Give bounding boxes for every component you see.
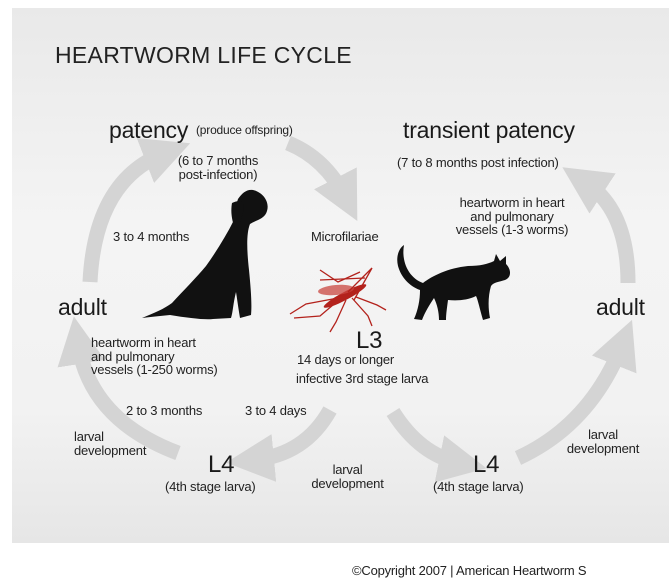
patency-label: patency [109, 118, 188, 142]
copyright-notice: ©Copyright 2007 | American Heartworm S [352, 564, 586, 578]
cat-adult-location-line3: vessels (1-3 worms) [450, 223, 574, 237]
cat-adult-label: adult [596, 295, 645, 319]
dog-adult-location-line3: vessels (1-250 worms) [91, 363, 218, 377]
arrow-l3-to-l4-cat [393, 412, 460, 463]
dog-adult-location: heartworm in heart and pulmonary vessels… [91, 336, 218, 377]
dog-larval-development: larval development [74, 430, 146, 457]
center-larval-development-line2: development [300, 477, 395, 491]
l3-label: L3 [356, 328, 382, 353]
cat-adult-location-line2: and pulmonary [450, 210, 574, 224]
dog-adult-label: adult [58, 295, 107, 319]
dog-adult-location-line2: and pulmonary [91, 350, 218, 364]
patency-time: (6 to 7 months post-infection) [168, 154, 268, 181]
patency-time-line2: post-infection) [168, 168, 268, 182]
dog-l4-label: L4 [208, 452, 234, 477]
patency-note: (produce offspring) [196, 124, 293, 137]
cat-adult-location: heartworm in heart and pulmonary vessels… [450, 196, 574, 237]
center-larval-development-line1: larval [300, 463, 395, 477]
dog-l4-description: (4th stage larva) [165, 480, 256, 494]
l3-duration: 14 days or longer [297, 353, 394, 367]
microfilariae-label: Microfilariae [311, 230, 378, 244]
diagram-title: HEARTWORM LIFE CYCLE [55, 43, 352, 67]
l4-to-adult-duration: 2 to 3 months [126, 404, 202, 418]
cat-l4-description: (4th stage larva) [433, 480, 524, 494]
l3-to-l4-duration: 3 to 4 days [245, 404, 306, 418]
cat-adult-location-line1: heartworm in heart [450, 196, 574, 210]
transient-patency-label: transient patency [403, 118, 575, 142]
adult-to-patency-duration: 3 to 4 months [113, 230, 189, 244]
arrow-adult-to-patency [90, 153, 165, 282]
cat-larval-development: larval development [560, 428, 646, 455]
cat-l4-label: L4 [473, 452, 499, 477]
cat-larval-development-line2: development [560, 442, 646, 456]
cat-larval-development-line1: larval [560, 428, 646, 442]
mosquito-icon [290, 268, 386, 332]
arrow-adult-to-transient [585, 182, 628, 283]
dog-larval-development-line2: development [74, 444, 146, 458]
l3-description: infective 3rd stage larva [296, 372, 428, 386]
patency-time-line1: (6 to 7 months [168, 154, 268, 168]
center-larval-development: larval development [300, 463, 395, 490]
dog-silhouette-icon [142, 190, 268, 319]
dog-larval-development-line1: larval [74, 430, 146, 444]
transient-patency-time: (7 to 8 months post infection) [397, 156, 559, 170]
dog-adult-location-line1: heartworm in heart [91, 336, 218, 350]
cat-silhouette-icon [397, 245, 510, 320]
arrow-patency-to-microfilariae [288, 143, 345, 197]
